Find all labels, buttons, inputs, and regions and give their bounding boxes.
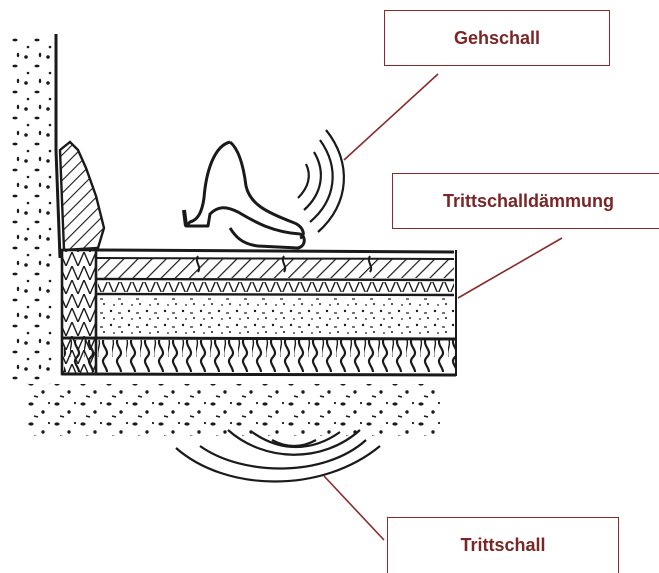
floor-covering-layer <box>96 250 454 280</box>
leader-line-trittschalldaemmung <box>458 238 562 298</box>
shoe-icon <box>184 142 304 248</box>
impact-sound-insulation-layer <box>96 282 454 295</box>
leader-line-trittschall <box>324 476 384 540</box>
impact-sound-waves <box>176 430 380 482</box>
label-trittschall: Trittschall <box>387 517 619 573</box>
label-trittschalldaemmung: Trittschalldämmung <box>392 173 659 229</box>
skirting-board <box>60 142 104 250</box>
screed-layer <box>62 298 456 339</box>
sound-wave-icon <box>298 130 344 232</box>
leader-line-gehschall <box>344 74 438 160</box>
concrete-slab <box>24 384 444 436</box>
wall <box>8 34 60 384</box>
label-gehschall: Gehschall <box>384 10 610 66</box>
